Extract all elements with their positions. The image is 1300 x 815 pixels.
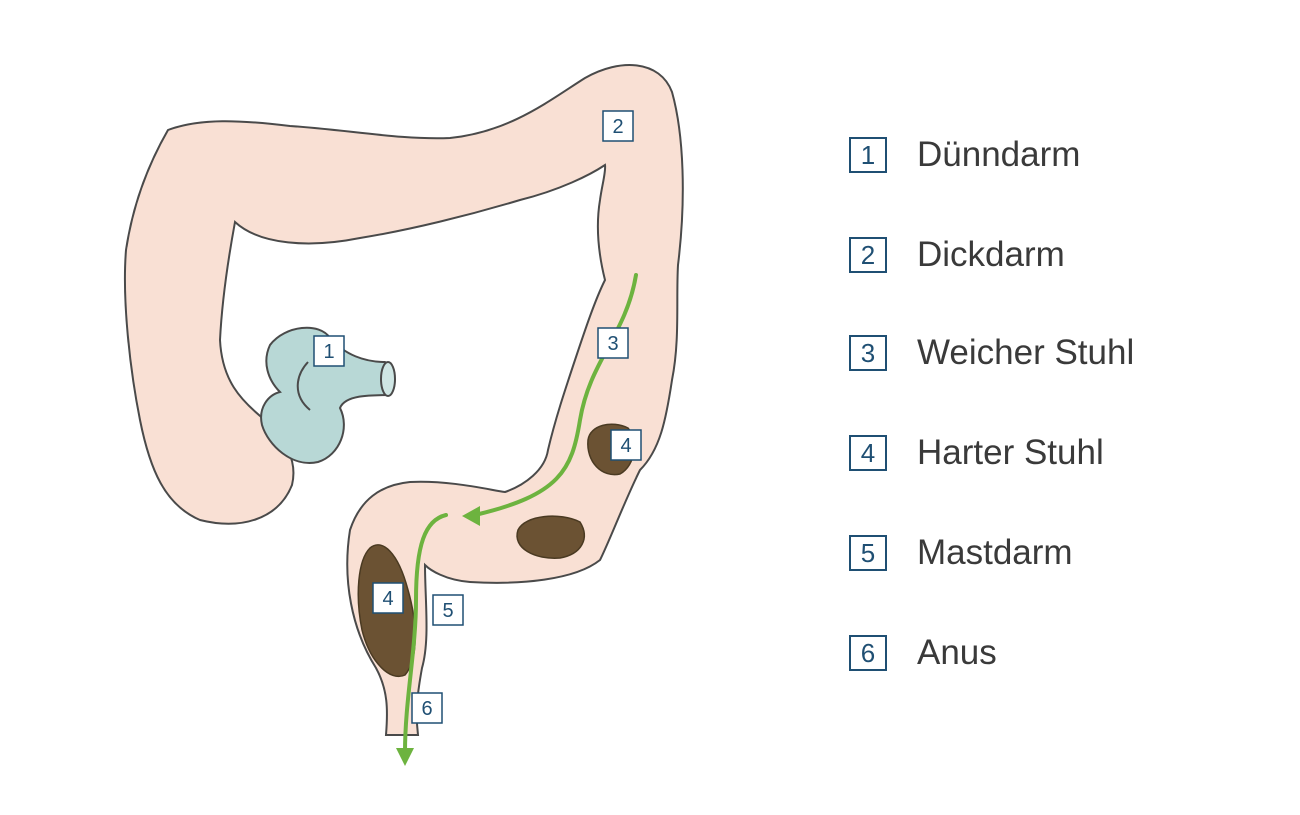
small-intestine-opening: [380, 361, 396, 397]
legend-number: 6: [849, 635, 887, 671]
legend-item-soft-stool: 3 Weicher Stuhl: [849, 328, 1279, 378]
legend-number: 5: [849, 535, 887, 571]
hard-stool-lump-middle: [516, 515, 585, 559]
legend-item-rectum: 5 Mastdarm: [849, 528, 1279, 578]
legend-number: 4: [849, 435, 887, 471]
tag-small-intestine: 1: [313, 335, 345, 367]
svg-text:4: 4: [382, 588, 393, 610]
svg-text:6: 6: [421, 698, 432, 720]
legend-label: Dünndarm: [917, 135, 1081, 174]
legend-number: 1: [849, 137, 887, 173]
svg-text:1: 1: [323, 341, 334, 363]
flow-arrowhead-lower: [396, 748, 414, 766]
flow-arrow-lower: [403, 513, 448, 754]
tag-anus: 6: [411, 692, 443, 724]
tag-hard-stool-lower: 4: [372, 582, 404, 614]
legend-label: Harter Stuhl: [917, 433, 1104, 472]
legend-item-hard-stool: 4 Harter Stuhl: [849, 428, 1279, 478]
small-intestine-fold: [296, 361, 311, 411]
svg-text:4: 4: [620, 435, 631, 457]
flow-arrowhead-upper: [462, 506, 480, 526]
tag-large-intestine: 2: [602, 110, 634, 142]
legend-item-large-intestine: 2 Dickdarm: [849, 230, 1279, 280]
flow-arrow-upper: [473, 273, 638, 517]
svg-text:2: 2: [612, 116, 623, 138]
svg-text:5: 5: [442, 600, 453, 622]
legend-label: Dickdarm: [917, 235, 1065, 274]
svg-text:3: 3: [607, 333, 618, 355]
tag-rectum: 5: [432, 594, 464, 626]
legend-label: Weicher Stuhl: [917, 333, 1135, 372]
tag-soft-stool: 3: [597, 327, 629, 359]
legend-label: Anus: [917, 633, 997, 672]
legend-number: 3: [849, 335, 887, 371]
tag-hard-stool-upper: 4: [610, 429, 642, 461]
legend-label: Mastdarm: [917, 533, 1073, 572]
legend-item-anus: 6 Anus: [849, 628, 1279, 678]
legend-number: 2: [849, 237, 887, 273]
legend-item-small-intestine: 1 Dünndarm: [849, 130, 1279, 180]
